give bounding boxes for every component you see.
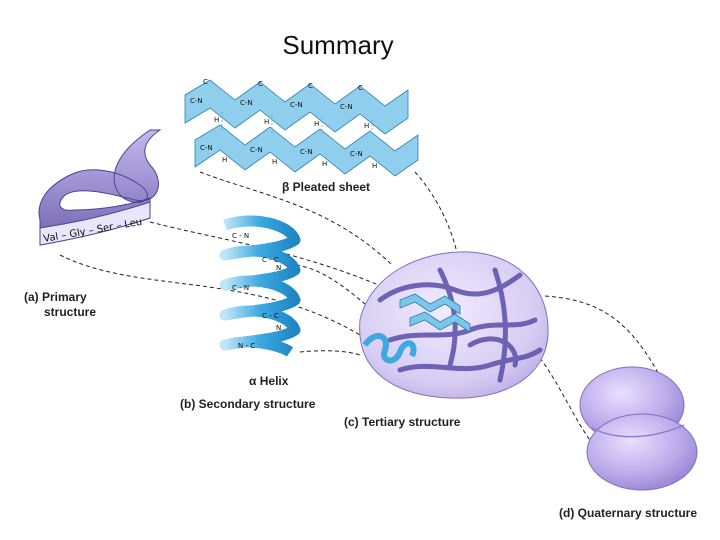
secondary-structure-label: (b) Secondary structure: [180, 397, 316, 411]
pleated-sheet-text: Pleated sheet: [292, 180, 371, 194]
primary-label-line1: (a) Primary: [24, 290, 87, 304]
svg-text:C-N: C-N: [200, 144, 213, 152]
svg-text:H: H: [322, 160, 327, 168]
svg-text:C-N: C-N: [340, 103, 353, 111]
svg-text:H: H: [314, 120, 319, 128]
svg-text:C: C: [258, 80, 263, 88]
svg-text:C: C: [358, 84, 363, 92]
svg-text:C - N: C - N: [232, 284, 249, 292]
svg-text:C-N: C-N: [190, 97, 203, 105]
alpha-symbol: α: [249, 374, 257, 388]
quaternary-structure-label: (d) Quaternary structure: [559, 506, 698, 520]
svg-text:C - N: C - N: [232, 232, 249, 240]
residue-leu: Leu: [124, 217, 144, 231]
svg-text:H: H: [364, 122, 369, 130]
residue-val: Val: [43, 232, 60, 245]
pleated-sheet-label: β Pleated sheet: [282, 180, 370, 195]
svg-text:H: H: [264, 118, 269, 126]
svg-text:C - C: C - C: [262, 256, 279, 264]
primary-structure-ribbon: Val – Gly – Ser – Leu: [38, 129, 162, 246]
tertiary-structure-label: (c) Tertiary structure: [344, 415, 461, 429]
beta-symbol: β: [282, 180, 290, 194]
connector-lines: [59, 171, 663, 441]
residue-ser: Ser: [96, 222, 115, 236]
svg-text:N - C: N - C: [238, 342, 255, 350]
svg-text:C-N: C-N: [250, 146, 263, 154]
svg-text:H: H: [372, 162, 377, 170]
svg-text:C-N: C-N: [350, 150, 363, 158]
primary-structure-label: (a) Primary structure: [24, 290, 96, 320]
slide-title: Summary: [282, 30, 394, 60]
primary-label-line2: structure: [44, 305, 97, 319]
svg-text:C - C: C - C: [262, 312, 279, 320]
quaternary-structure: [579, 366, 698, 491]
svg-text:N: N: [276, 264, 281, 272]
svg-text:C: C: [308, 82, 313, 90]
svg-text:C-N: C-N: [240, 99, 253, 107]
beta-pleated-sheet: C C C C C-N C-N C-N C-N H H H H C-N C-N C-N C-N H H H H: [184, 78, 419, 177]
svg-text:H: H: [272, 158, 277, 166]
svg-text:C: C: [203, 78, 208, 86]
svg-text:C-N: C-N: [300, 148, 313, 156]
helix-label: α Helix: [249, 374, 288, 389]
helix-text: Helix: [259, 374, 289, 388]
svg-text:H: H: [222, 156, 227, 164]
svg-text:N: N: [276, 324, 281, 332]
svg-text:H: H: [214, 116, 219, 124]
alpha-helix: C - N C - C C - N C - C N - C N N: [219, 215, 301, 357]
svg-text:Val – Gly – Ser – Leu: Val – Gly – Ser – Leu: [43, 217, 143, 245]
tertiary-structure: [359, 251, 549, 399]
svg-text:C-N: C-N: [290, 101, 303, 109]
residue-gly: Gly: [69, 227, 87, 241]
